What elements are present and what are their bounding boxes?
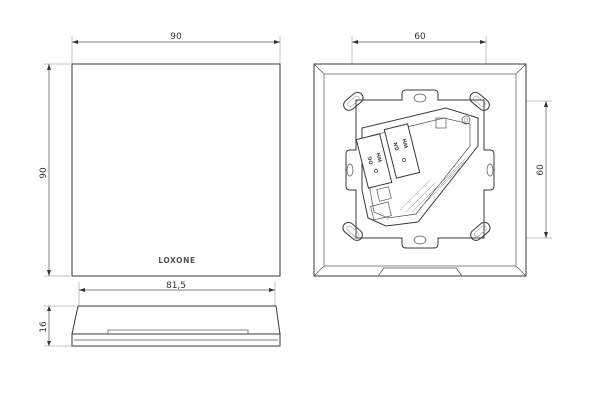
terminal-2-label-bottom: WH bbox=[402, 138, 410, 149]
terminal-1-label-bottom: WH bbox=[376, 152, 384, 163]
back-mounting-plate bbox=[345, 89, 495, 249]
terminal-1-label-top: OG bbox=[367, 155, 375, 165]
back-outer-frame bbox=[313, 63, 527, 277]
screw-slot-top-right bbox=[469, 91, 490, 111]
mount-hole-bottom bbox=[413, 235, 427, 245]
back-bottom-notch bbox=[377, 267, 463, 277]
mount-hole-left bbox=[346, 163, 354, 177]
mount-hole-top bbox=[413, 93, 427, 103]
connector-base bbox=[370, 201, 392, 221]
module-vents bbox=[399, 157, 467, 213]
connector-block bbox=[376, 186, 392, 202]
terminal-block-1: OG WH bbox=[355, 133, 393, 189]
module-screw bbox=[461, 115, 471, 125]
front-cover-plate bbox=[71, 63, 281, 277]
module-clip bbox=[435, 117, 447, 129]
mount-hole-right bbox=[486, 163, 494, 177]
front-height-label: 90 bbox=[39, 167, 49, 179]
screw-slot-top-left bbox=[343, 91, 364, 111]
brand-logo: LOXONE bbox=[158, 256, 196, 265]
side-frame-lip bbox=[107, 329, 249, 335]
back-view: 60 60 bbox=[313, 32, 552, 277]
front-view: 90 90 LOXONE bbox=[39, 32, 281, 277]
back-slot-spacing-v-label: 60 bbox=[536, 164, 546, 176]
terminal-2-label-top: GN bbox=[393, 141, 401, 151]
side-width-label: 81,5 bbox=[166, 281, 186, 291]
side-height-label: 16 bbox=[39, 321, 49, 333]
electronics-module bbox=[361, 107, 479, 227]
screw-slot-bottom-right bbox=[470, 221, 491, 241]
screw-slot-bottom-left bbox=[342, 221, 363, 241]
back-slot-spacing-h-label: 60 bbox=[414, 32, 426, 42]
front-width-label: 90 bbox=[170, 32, 182, 42]
side-view: 81,5 16 bbox=[39, 281, 281, 347]
terminal-block-2: GN WH bbox=[383, 123, 421, 179]
back-inner-frame bbox=[323, 73, 517, 267]
side-cover-plate bbox=[71, 333, 281, 347]
